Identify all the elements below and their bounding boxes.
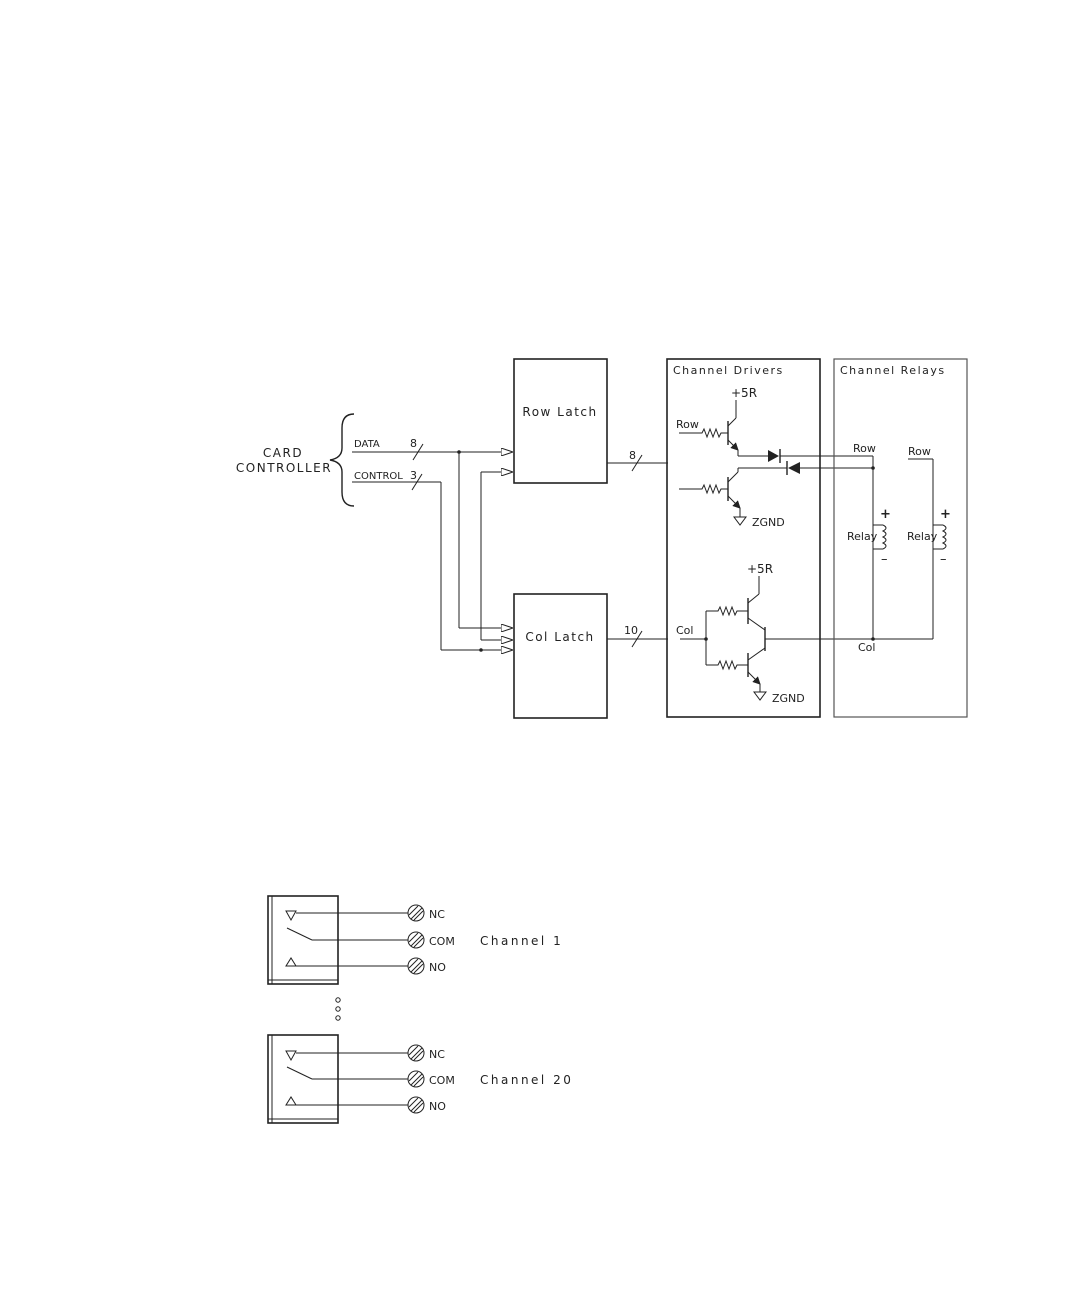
- row-driver-circuit: +5R ZGND: [679, 386, 873, 529]
- supply-top-label: +5R: [731, 386, 757, 400]
- card-controller-line2: CONTROLLER: [236, 461, 332, 475]
- row-latch-label: Row Latch: [522, 405, 597, 419]
- data-label: DATA: [354, 439, 380, 450]
- row-input-label: Row: [676, 418, 699, 431]
- channel-20-nc-label: NC: [429, 1048, 445, 1061]
- channel-1-name: Channel 1: [480, 934, 563, 948]
- terminal-screw-icon: [408, 1097, 424, 1113]
- col-driver-circuit: +5R ZGND: [680, 562, 873, 705]
- relay-circuit: [871, 456, 946, 641]
- terminal-screw-icon: [408, 932, 424, 948]
- channel-1-com-label: COM: [429, 935, 455, 948]
- row-latch-box: [514, 359, 607, 483]
- relay-row-left-label: Row: [853, 442, 876, 455]
- col-latch-label: Col Latch: [525, 630, 594, 644]
- card-controller-line1: CARD: [263, 446, 303, 460]
- relay-right-plus: +: [940, 507, 951, 522]
- channel-1-no-label: NO: [429, 961, 446, 974]
- row-output-bus: [607, 455, 668, 471]
- terminal-screw-icon: [408, 1071, 424, 1087]
- col-latch-box: [514, 594, 607, 718]
- col-out-width: 10: [624, 624, 638, 637]
- terminal-screw-icon: [408, 1045, 424, 1061]
- relay-col-label: Col: [858, 641, 875, 654]
- relay-row-right-label: Row: [908, 445, 931, 458]
- control-label: CONTROL: [354, 471, 403, 482]
- channel-20-no-label: NO: [429, 1100, 446, 1113]
- controller-brace: [330, 414, 354, 506]
- channel-1-relay: [268, 896, 408, 984]
- control-bus: [352, 472, 512, 652]
- relay-left-plus: +: [880, 507, 891, 522]
- relay-right-label: Relay: [907, 530, 938, 543]
- channel-20-relay: [268, 1035, 408, 1123]
- channel-drivers-frame: [667, 359, 820, 717]
- relay-right-minus: –: [940, 552, 947, 567]
- terminal-screw-icon: [408, 905, 424, 921]
- row-out-width: 8: [629, 449, 636, 462]
- col-input-label: Col: [676, 624, 693, 637]
- channel-20-com-label: COM: [429, 1074, 455, 1087]
- channel-1-nc-label: NC: [429, 908, 445, 921]
- channel-20-name: Channel 20: [480, 1073, 573, 1087]
- continuation-dots: [336, 998, 340, 1020]
- channel-drivers-title: Channel Drivers: [673, 364, 784, 377]
- channel-20-terminals: [408, 1045, 424, 1113]
- relay-left-minus: –: [881, 552, 888, 567]
- terminal-screw-icon: [408, 958, 424, 974]
- ground-bottom-label: ZGND: [772, 692, 805, 705]
- data-width-label: 8: [410, 437, 417, 450]
- channel-relays-title: Channel Relays: [840, 364, 946, 377]
- control-width-label: 3: [410, 469, 417, 482]
- ground-top-label: ZGND: [752, 516, 785, 529]
- relay-left-label: Relay: [847, 530, 878, 543]
- supply-bottom-label: +5R: [747, 562, 773, 576]
- channel-1-terminals: [408, 905, 424, 974]
